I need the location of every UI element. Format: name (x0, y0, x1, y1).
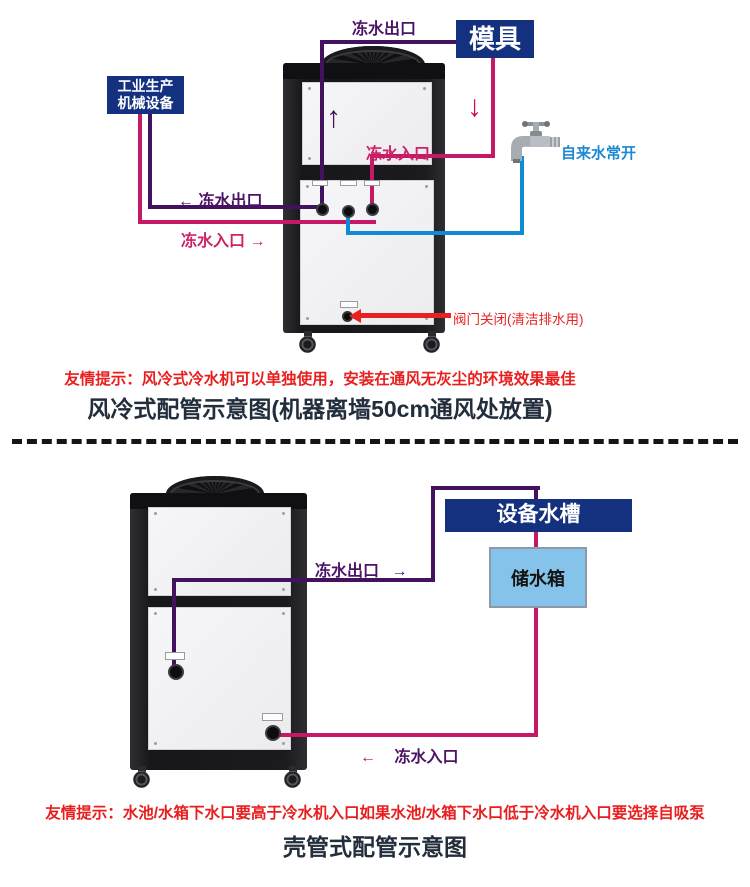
inlet-machine-label: 冻水入口 (366, 146, 431, 163)
equipment-tank-label: 设备水槽 (496, 503, 581, 527)
pipe-tap-run (346, 231, 524, 235)
screw-icon (306, 317, 309, 320)
pipe-outlet-to-mold (320, 40, 459, 44)
drain-port (342, 205, 355, 218)
port-label-tag (364, 180, 380, 186)
equipment-box: 工业生产 机械设备 (107, 76, 184, 114)
screw-icon (154, 588, 157, 591)
screw-icon (282, 612, 285, 615)
arrow-left-icon: ← (360, 749, 376, 766)
red-arrow-head-icon (349, 309, 361, 323)
pipe-outlet-run (172, 578, 435, 582)
equipment-tank-box: 设备水槽 (445, 499, 632, 532)
port-label-tag (340, 180, 357, 186)
screw-icon (425, 185, 428, 188)
chilled-outlet-port (316, 203, 329, 216)
valve-label-tag (340, 301, 358, 308)
inlet-left-label: 冻水入口 → (181, 233, 266, 250)
pipe-equipment-return-drop (138, 112, 142, 224)
arrow-left-icon: ← (178, 193, 194, 210)
screw-icon (154, 612, 157, 615)
arrow-down-icon: ↓ (467, 90, 482, 123)
chilled-inlet-port (366, 203, 379, 216)
storage-tank-box: 储水箱 (489, 547, 587, 608)
screw-icon (308, 87, 311, 90)
port-label-tag (262, 713, 283, 721)
pipe-storage-drop (534, 606, 538, 737)
pipe-tap-riser (520, 156, 524, 235)
pipe-outlet-drop (172, 580, 176, 670)
port-label-tag (312, 180, 328, 186)
pipe-into-tank (534, 486, 538, 502)
pipe-outlet-riser (431, 486, 435, 582)
pipe-return-run (277, 733, 538, 737)
pipe-tap-drop (346, 213, 350, 233)
screw-icon (282, 512, 285, 515)
pipe-mold-return-run (370, 154, 495, 158)
inlet-label: ← 冻水入口 (360, 749, 459, 766)
tap-water-label: 自来水常开 (561, 145, 637, 162)
outlet-top-label: 冻水出口 (352, 21, 417, 38)
mold-box: 模具 (456, 20, 534, 58)
arrow-up-icon: ↑ (326, 101, 341, 134)
chiller-machine-air (283, 63, 445, 333)
air-cooled-title: 风冷式配管示意图(机器离墙50cm通风处放置) (87, 396, 553, 422)
screw-icon (423, 87, 426, 90)
screw-icon (282, 742, 285, 745)
port-label-tag (165, 652, 185, 660)
shell-tube-title: 壳管式配管示意图 (283, 834, 467, 860)
caster-wheel (131, 766, 153, 792)
chiller-machine-shell (130, 493, 307, 770)
storage-tank-label: 储水箱 (511, 568, 565, 589)
arrow-right-icon: → (249, 233, 266, 250)
screw-icon (423, 157, 426, 160)
red-arrow-shaft (359, 313, 451, 318)
screw-icon (154, 512, 157, 515)
outlet-label: 冻水出口 → (315, 563, 408, 580)
chilled-inlet-port (265, 725, 281, 741)
screw-icon (425, 317, 428, 320)
outlet-left-label: ← 冻水出口 (178, 193, 263, 210)
equipment-label-line2: 机械设备 (117, 95, 174, 111)
pipe-outlet-top-run (431, 486, 540, 490)
machine-upper-panel (148, 507, 291, 596)
caster-wheel (297, 331, 319, 357)
valve-note-label: 阀门关闭(清洁排水用) (453, 312, 584, 327)
pipe-equipment-return-run (138, 220, 376, 224)
screw-icon (282, 588, 285, 591)
caster-wheel (421, 331, 443, 357)
dashed-divider (12, 439, 738, 444)
screw-icon (308, 157, 311, 160)
chilled-outlet-port (168, 664, 184, 680)
machine-top-cap (283, 63, 445, 79)
faucet-icon (511, 121, 560, 163)
pipe-mold-return-drop (491, 57, 495, 158)
machine-top-cap (130, 493, 307, 509)
screw-icon (306, 185, 309, 188)
mold-label: 模具 (468, 23, 521, 54)
pipe-tank-to-storage (534, 530, 538, 550)
pipe-outlet-to-equipment (148, 112, 152, 207)
air-cooled-tip: 友情提示：风冷式冷水机可以单独使用，安装在通风无灰尘的环境效果最佳 (64, 371, 576, 388)
caster-wheel (282, 766, 304, 792)
arrow-right-icon: → (391, 563, 408, 580)
shell-tube-tip: 友情提示：水池/水箱下水口要高于冷水机入口如果水池/水箱下水口低于冷水机入口要选… (45, 805, 705, 822)
pipe-outlet-riser (320, 40, 324, 212)
pipe-outlet-left-run (148, 205, 326, 209)
equipment-label-line1: 工业生产 (117, 77, 174, 94)
screw-icon (154, 742, 157, 745)
